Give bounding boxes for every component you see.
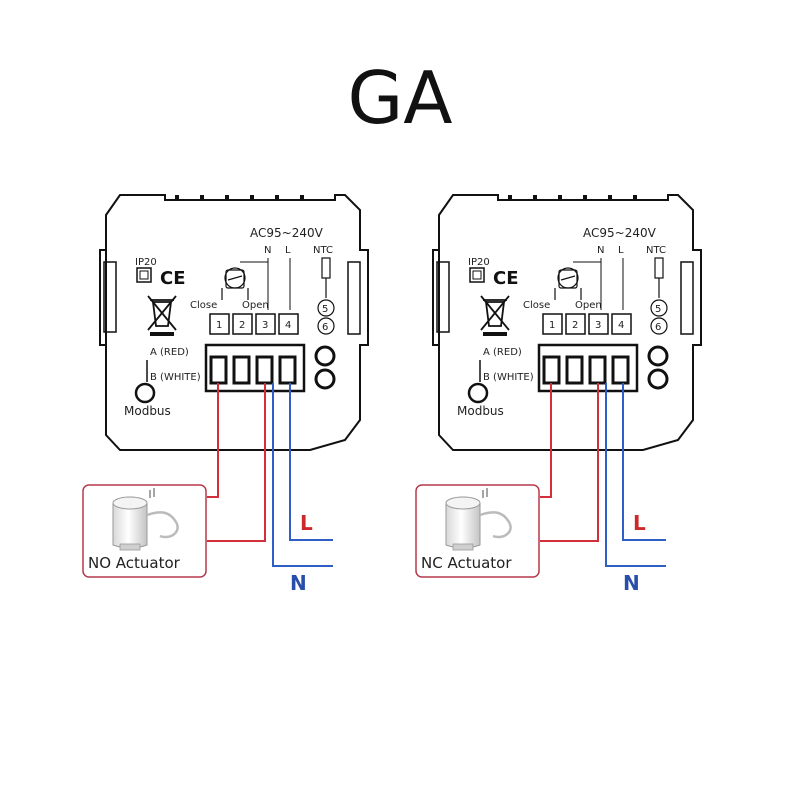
ntc-terminal-5-label: 5 [322, 304, 328, 315]
modbus-b-label: B (WHITE) [150, 372, 201, 383]
n-label: N [597, 245, 604, 256]
power-label: AC95~240V [583, 226, 657, 240]
close-label: Close [523, 300, 550, 311]
relay-symbol-icon [554, 267, 582, 300]
double-insulation-icon [469, 267, 485, 283]
ground-screws [647, 345, 669, 390]
terminal-block-bottom [204, 343, 306, 393]
weee-bin-icon [147, 295, 177, 336]
ip20-label: IP20 [468, 257, 490, 268]
close-label: Close [190, 300, 217, 311]
neutral-letter: N [290, 571, 307, 595]
modbus-a-label: A (RED) [483, 347, 522, 358]
n-label: N [264, 245, 271, 256]
actuator-icon [445, 488, 512, 551]
modbus-a-label: A (RED) [150, 347, 189, 358]
thermostat-wiring-unit: AC95~240V N L NTC IP20 CE Close Open [82, 194, 369, 595]
terminal-block-top: 1 2 3 4 [542, 313, 632, 335]
actuator-icon [112, 488, 179, 551]
right-side-tab [680, 261, 694, 335]
weee-bin-icon [480, 295, 510, 336]
thermostat-body-outline [432, 194, 702, 451]
terminal-3-label: 3 [262, 320, 268, 331]
left-side-tab [436, 261, 450, 333]
ground-screws [314, 345, 336, 390]
relay-symbol-icon [221, 267, 249, 300]
ntc-terminal-6-label: 6 [655, 322, 661, 333]
ce-mark: CE [493, 268, 519, 289]
terminal-4-label: 4 [618, 320, 624, 331]
ce-mark: CE [160, 268, 186, 289]
red-wires [540, 383, 599, 542]
modbus-b-label: B (WHITE) [483, 372, 534, 383]
thermostat-wiring-unit-2: AC95~240V N L NTC IP20 CE Close Open [415, 194, 702, 595]
line-letter: L [633, 511, 646, 535]
terminal-block-top: 1 2 3 4 [209, 313, 299, 335]
open-label: Open [575, 300, 602, 311]
top-notches [508, 195, 637, 201]
top-notches [175, 195, 304, 201]
modbus-label: Modbus [457, 404, 504, 418]
blue-wires [272, 383, 333, 567]
ntc-label: NTC [313, 245, 333, 256]
ntc-label: NTC [646, 245, 666, 256]
ntc-probe-icon [317, 257, 335, 335]
terminal-2-label: 2 [572, 320, 578, 331]
modbus-port-icon [467, 382, 489, 404]
terminal-2-label: 2 [239, 320, 245, 331]
modbus-label: Modbus [124, 404, 171, 418]
l-label: L [285, 245, 291, 256]
line-letter: L [300, 511, 313, 535]
right-side-tab [347, 261, 361, 335]
ntc-terminal-6-label: 6 [322, 322, 328, 333]
actuator-label: NC Actuator [421, 554, 512, 572]
open-label: Open [242, 300, 269, 311]
ip20-label: IP20 [135, 257, 157, 268]
l-label: L [618, 245, 624, 256]
ntc-terminal-5-label: 5 [655, 304, 661, 315]
modbus-port-icon [134, 382, 156, 404]
terminal-1-label: 1 [216, 320, 222, 331]
left-side-tab [103, 261, 117, 333]
power-label: AC95~240V [250, 226, 324, 240]
ntc-probe-icon [650, 257, 668, 335]
terminal-3-label: 3 [595, 320, 601, 331]
neutral-letter: N [623, 571, 640, 595]
actuator-label: NO Actuator [88, 554, 181, 572]
terminal-block-bottom [537, 343, 639, 393]
double-insulation-icon [136, 267, 152, 283]
blue-wires [605, 383, 666, 567]
terminal-4-label: 4 [285, 320, 291, 331]
terminal-1-label: 1 [549, 320, 555, 331]
page-title: GA [347, 56, 453, 140]
red-wires [207, 383, 266, 542]
thermostat-body-outline [99, 194, 369, 451]
